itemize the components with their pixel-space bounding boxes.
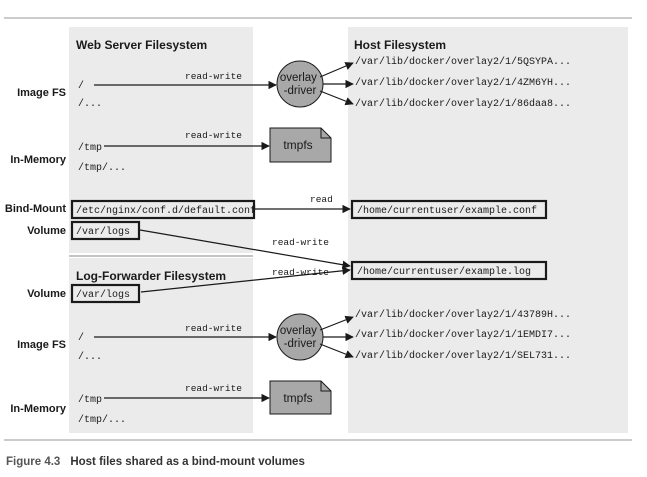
figure-caption-text: Host files shared as a bind-mount volume… <box>70 456 305 468</box>
host-panel <box>348 27 628 433</box>
tmpfs-document-shape <box>269 127 332 163</box>
figure-caption: Figure 4.3 Host files shared as a bind-mo… <box>6 456 305 468</box>
web-path-tmp-more: /tmp/... <box>78 162 126 174</box>
web-path-tmp: /tmp <box>78 142 102 154</box>
tmpfs-label: tmpfs <box>283 138 312 152</box>
log-path-tmp-more: /tmp/... <box>78 414 126 426</box>
overlay-driver-node <box>276 313 324 361</box>
edge-label: read-write <box>272 237 329 248</box>
log-path-root-more: /... <box>78 351 102 363</box>
arrow-volume-to-host <box>139 229 351 269</box>
host-title: Host Filesystem <box>354 38 446 52</box>
host-path-log: /home/currentuser/example.log <box>357 266 531 278</box>
host-path-overlay: /var/lib/docker/overlay2/1/SEL731... <box>355 350 571 362</box>
arrow-overlay-to-host <box>319 343 354 359</box>
log-forwarder-panel <box>69 258 253 433</box>
row-label-image-fs: Image FS <box>17 87 66 99</box>
log-logs-box <box>70 283 141 304</box>
edge-label: read-write <box>272 267 329 278</box>
edge-label: read-write <box>185 130 242 141</box>
log-path-tmp: /tmp <box>78 394 102 406</box>
row-label-bind-mount: Bind-Mount <box>5 203 66 215</box>
overlay-driver-label: overlay <box>280 325 317 337</box>
log-path-root: / <box>78 332 84 344</box>
row-label-volume: Volume <box>27 225 66 237</box>
host-path-overlay: /var/lib/docker/overlay2/1/43789H... <box>355 309 571 321</box>
web-path-nginx-conf: /etc/nginx/conf.d/default.conf <box>76 205 256 217</box>
web-path-root: / <box>78 80 84 92</box>
arrow-logs-from-host <box>140 266 351 293</box>
web-logs-box <box>70 220 141 241</box>
overlay-driver-label: overlay <box>280 72 317 84</box>
nginx-conf-box <box>70 199 256 220</box>
tmpfs-label: tmpfs <box>283 391 312 405</box>
host-path-overlay: /var/lib/docker/overlay2/1/86daa8... <box>355 98 571 110</box>
web-path-root-more: /... <box>78 98 102 110</box>
overlay-driver-node <box>276 60 324 108</box>
svg-text:overlay -driver: overlay -driver <box>280 325 320 350</box>
edge-label: read-write <box>185 71 242 82</box>
row-label-in-memory: In-Memory <box>10 403 67 415</box>
row-label-in-memory: In-Memory <box>10 154 67 166</box>
web-server-title: Web Server Filesystem <box>76 38 207 52</box>
arrow-overlay-to-host <box>319 315 354 331</box>
edge-label: read-write <box>185 383 242 394</box>
host-path-overlay: /var/lib/docker/overlay2/1/5QSYPA... <box>355 56 571 68</box>
figure-number: Figure 4.3 <box>6 456 61 468</box>
overlay-driver-label: -driver <box>284 85 317 97</box>
overlay-driver-label: -driver <box>284 338 317 350</box>
tmpfs-document-shape <box>269 380 332 415</box>
host-path-overlay: /var/lib/docker/overlay2/1/1EMDI7... <box>355 329 571 341</box>
arrow-overlay-to-host <box>319 90 354 106</box>
web-path-logs: /var/logs <box>76 226 130 238</box>
row-label-volume: Volume <box>27 288 66 300</box>
log-forwarder-title: Log-Forwarder Filesystem <box>76 269 226 283</box>
host-conf-box <box>350 199 548 220</box>
log-path-logs: /var/logs <box>76 289 130 301</box>
host-path-conf: /home/currentuser/example.conf <box>357 205 537 217</box>
arrow-overlay-to-host <box>319 62 354 78</box>
web-server-panel <box>69 27 253 253</box>
row-label-image-fs: Image FS <box>17 339 66 351</box>
svg-text:overlay -driver: overlay -driver <box>280 72 320 97</box>
host-log-box <box>350 260 548 281</box>
edge-label: read <box>310 194 333 205</box>
edge-label: read-write <box>185 323 242 334</box>
host-path-overlay: /var/lib/docker/overlay2/1/4ZM6YH... <box>355 77 571 89</box>
